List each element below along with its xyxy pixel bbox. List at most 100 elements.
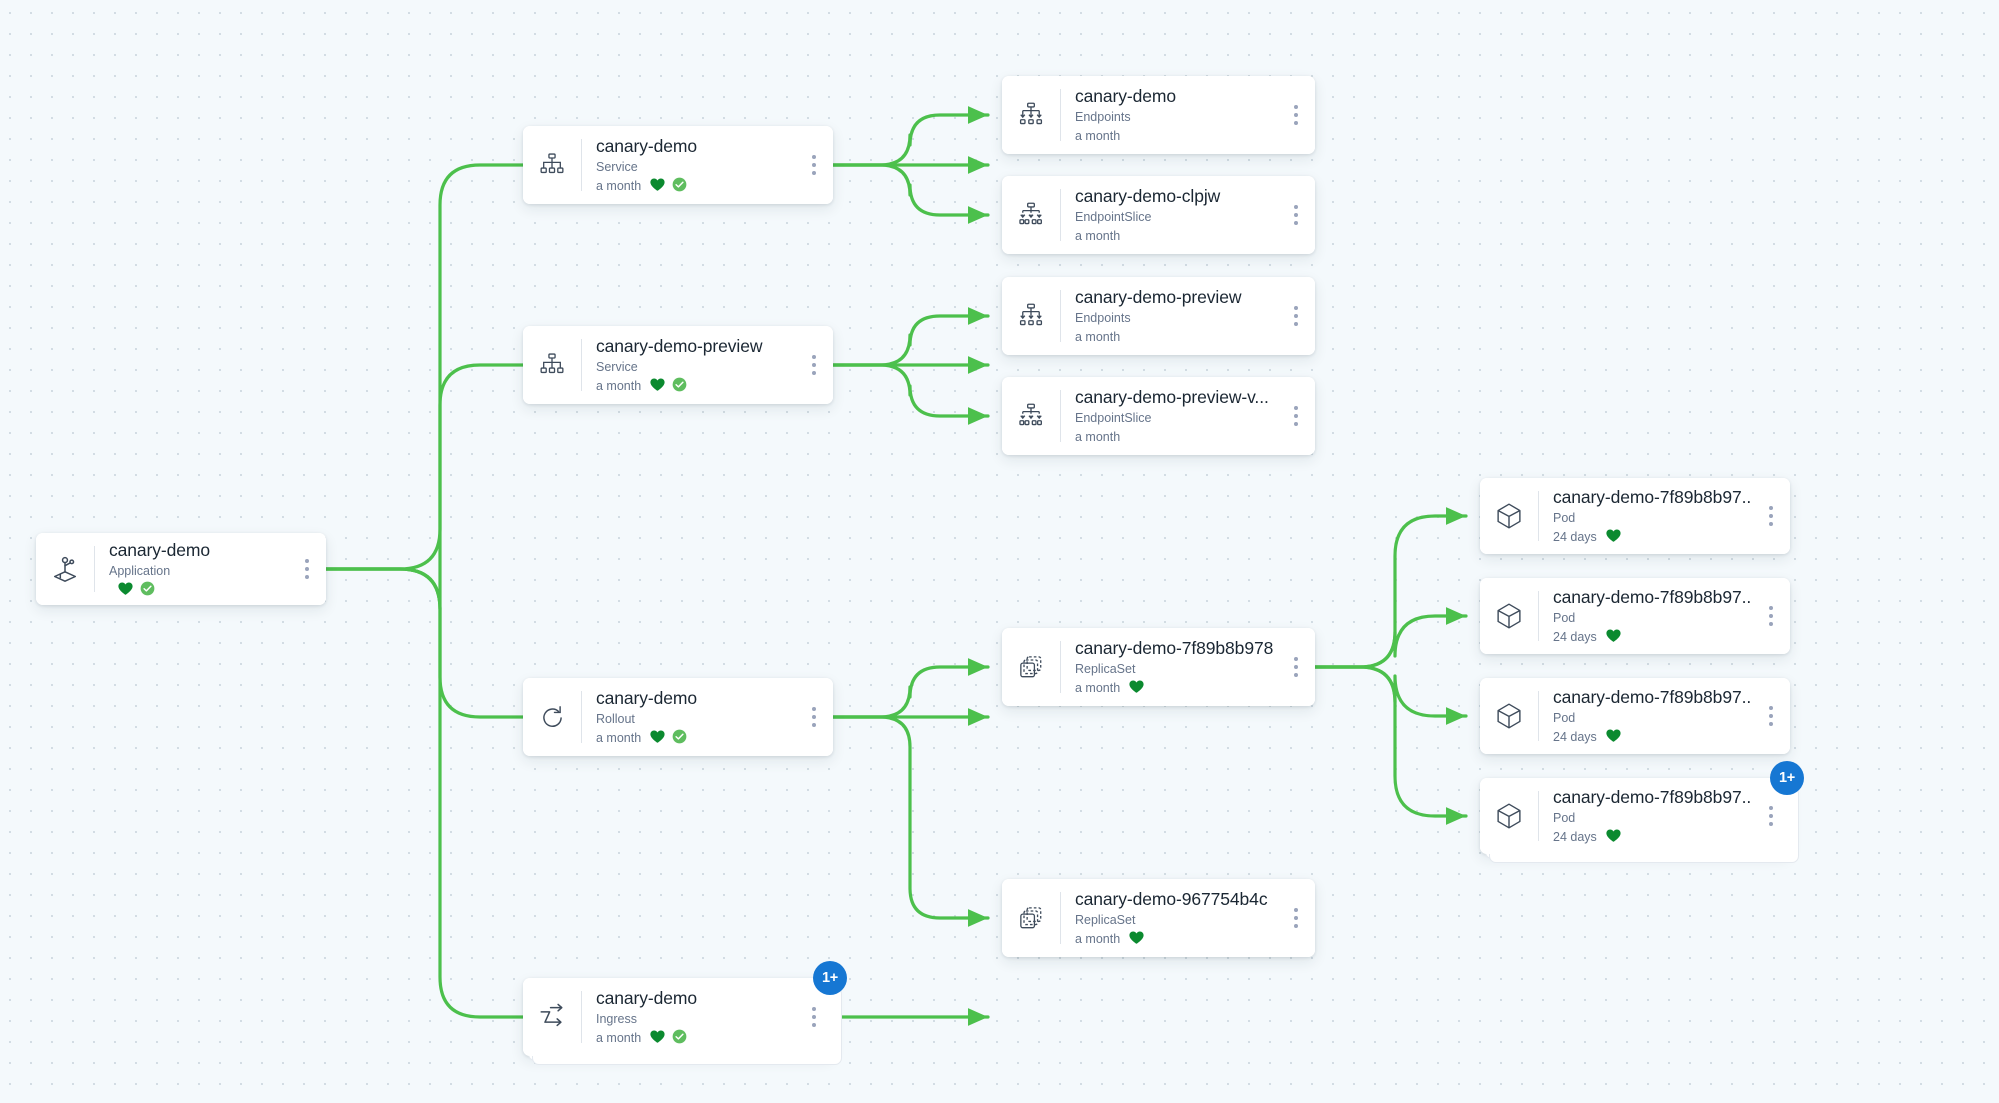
group-count-badge[interactable]: 1+: [1770, 761, 1804, 795]
endpoints-icon: [1002, 101, 1060, 129]
node-divider: [1538, 491, 1539, 541]
resource-node-pod-4[interactable]: canary-demo-7f89b8b97... Pod 24 days 1+: [1480, 761, 1804, 863]
edge-connector: [1313, 607, 1468, 669]
node-body: canary-demo-7f89b8b97... Pod 24 days: [1539, 587, 1762, 646]
node-body: canary-demo Rollout a month: [582, 688, 805, 747]
node-body: canary-demo-clpjw EndpointSlice a month: [1061, 186, 1287, 245]
node-age: a month: [1075, 228, 1121, 243]
node-age: a month: [1075, 429, 1121, 444]
heart-icon: [117, 580, 134, 602]
node-title: canary-demo-7f89b8b97...: [1553, 586, 1752, 607]
node-title: canary-demo-clpjw: [1075, 185, 1221, 206]
resource-node-epslice-canary-demo-preview-v[interactable]: canary-demo-preview-v... EndpointSlice a…: [1002, 377, 1315, 455]
node-title: canary-demo-967754b4c: [1075, 888, 1268, 909]
node-meta: a month: [1075, 128, 1277, 144]
node-title: canary-demo: [1075, 85, 1177, 106]
node-age: a month: [596, 378, 642, 393]
node-meta: 24 days: [1553, 629, 1752, 645]
node-kind: Ingress: [596, 1011, 637, 1026]
node-meta: a month: [1075, 429, 1277, 445]
resource-node-pod-1[interactable]: canary-demo-7f89b8b97... Pod 24 days: [1480, 478, 1790, 554]
node-kind: Service: [596, 359, 638, 374]
edge-connector: [831, 106, 990, 167]
node-menu-button[interactable]: [1762, 699, 1780, 733]
node-age: 24 days: [1553, 729, 1597, 744]
check-circle-icon: [672, 177, 687, 197]
edge-connector: [831, 715, 990, 927]
node-menu-button[interactable]: [1287, 198, 1305, 232]
argo-application-icon: [36, 554, 94, 584]
endpointslice-icon: [1002, 201, 1060, 229]
node-menu-button[interactable]: [1287, 650, 1305, 684]
node-title: canary-demo-7f89b8b97...: [1553, 486, 1752, 507]
resource-node-epslice-canary-demo-clpjw[interactable]: canary-demo-clpjw EndpointSlice a month: [1002, 176, 1315, 254]
node-meta: a month: [596, 729, 795, 746]
node-health-icons: [1605, 827, 1622, 849]
resource-node-app-canary-demo[interactable]: canary-demo Application: [36, 533, 326, 605]
node-divider: [1060, 892, 1061, 944]
node-kind: Endpoints: [1075, 310, 1131, 325]
node-health-icons: [1605, 527, 1622, 549]
pod-icon: [1480, 601, 1538, 631]
resource-node-svc-canary-demo[interactable]: canary-demo Service a month: [523, 126, 833, 204]
node-age: 24 days: [1553, 529, 1597, 544]
node-meta: a month: [596, 377, 795, 394]
heart-icon: [1605, 727, 1622, 749]
edge-connector: [324, 567, 990, 1026]
node-age: a month: [1075, 931, 1121, 946]
node-title: canary-demo: [596, 135, 698, 156]
node-menu-button[interactable]: [298, 552, 316, 586]
heart-icon: [1128, 929, 1145, 951]
node-menu-button[interactable]: [1287, 299, 1305, 333]
node-title: canary-demo-7f89b8b978: [1075, 637, 1274, 658]
resource-node-ep-canary-demo[interactable]: canary-demo Endpoints a month: [1002, 76, 1315, 154]
node-menu-button[interactable]: [1762, 799, 1780, 833]
node-body: canary-demo-preview Service a month: [582, 336, 805, 395]
node-kind: ReplicaSet: [1075, 912, 1136, 927]
node-menu-button[interactable]: [1287, 399, 1305, 433]
endpointslice-icon: [1002, 402, 1060, 430]
resource-node-pod-3[interactable]: canary-demo-7f89b8b97... Pod 24 days: [1480, 678, 1790, 754]
resource-node-rs-canary-demo-7f89b8b978[interactable]: canary-demo-7f89b8b978 ReplicaSet a mont…: [1002, 628, 1315, 706]
node-kind: Service: [596, 159, 638, 174]
node-kind: Pod: [1553, 610, 1576, 625]
node-meta: a month: [596, 1029, 795, 1046]
pod-icon: [1480, 501, 1538, 531]
node-age: 24 days: [1553, 629, 1597, 644]
node-menu-button[interactable]: [805, 1000, 823, 1034]
node-menu-button[interactable]: [805, 148, 823, 182]
edge-connector: [831, 307, 990, 367]
node-kind: EndpointSlice: [1075, 209, 1152, 224]
node-menu-button[interactable]: [1287, 901, 1305, 935]
node-age: a month: [596, 1030, 642, 1045]
resource-node-ep-canary-demo-preview[interactable]: canary-demo-preview Endpoints a month: [1002, 277, 1315, 355]
node-menu-button[interactable]: [805, 348, 823, 382]
node-menu-button[interactable]: [805, 700, 823, 734]
resource-node-pod-2[interactable]: canary-demo-7f89b8b97... Pod 24 days: [1480, 578, 1790, 654]
node-menu-button[interactable]: [1762, 599, 1780, 633]
node-title: canary-demo-7f89b8b97...: [1553, 786, 1752, 807]
resource-node-svc-canary-demo-preview[interactable]: canary-demo-preview Service a month: [523, 326, 833, 404]
group-count-badge[interactable]: 1+: [813, 961, 847, 995]
node-menu-button[interactable]: [1287, 98, 1305, 132]
edge-connector: [1313, 665, 1468, 725]
node-age: a month: [596, 178, 642, 193]
node-title: canary-demo: [596, 687, 698, 708]
heart-icon: [1605, 527, 1622, 549]
edge-connector: [831, 163, 990, 224]
node-divider: [1060, 390, 1061, 442]
node-divider: [1538, 791, 1539, 841]
node-kind: Endpoints: [1075, 109, 1131, 124]
node-menu-button[interactable]: [1762, 499, 1780, 533]
resource-node-rs-canary-demo-967754b4c[interactable]: canary-demo-967754b4c ReplicaSet a month: [1002, 879, 1315, 957]
resource-node-ingress-canary-demo[interactable]: canary-demo Ingress a month 1+: [523, 961, 847, 1065]
node-title: canary-demo: [596, 987, 698, 1008]
node-body: canary-demo Service a month: [582, 136, 805, 195]
heart-icon: [649, 376, 666, 398]
resource-node-rollout-canary-demo[interactable]: canary-demo Rollout a month: [523, 678, 833, 756]
node-body: canary-demo-preview-v... EndpointSlice a…: [1061, 387, 1287, 446]
node-kind: Pod: [1553, 810, 1576, 825]
node-kind: ReplicaSet: [1075, 661, 1136, 676]
node-age: 24 days: [1553, 829, 1597, 844]
